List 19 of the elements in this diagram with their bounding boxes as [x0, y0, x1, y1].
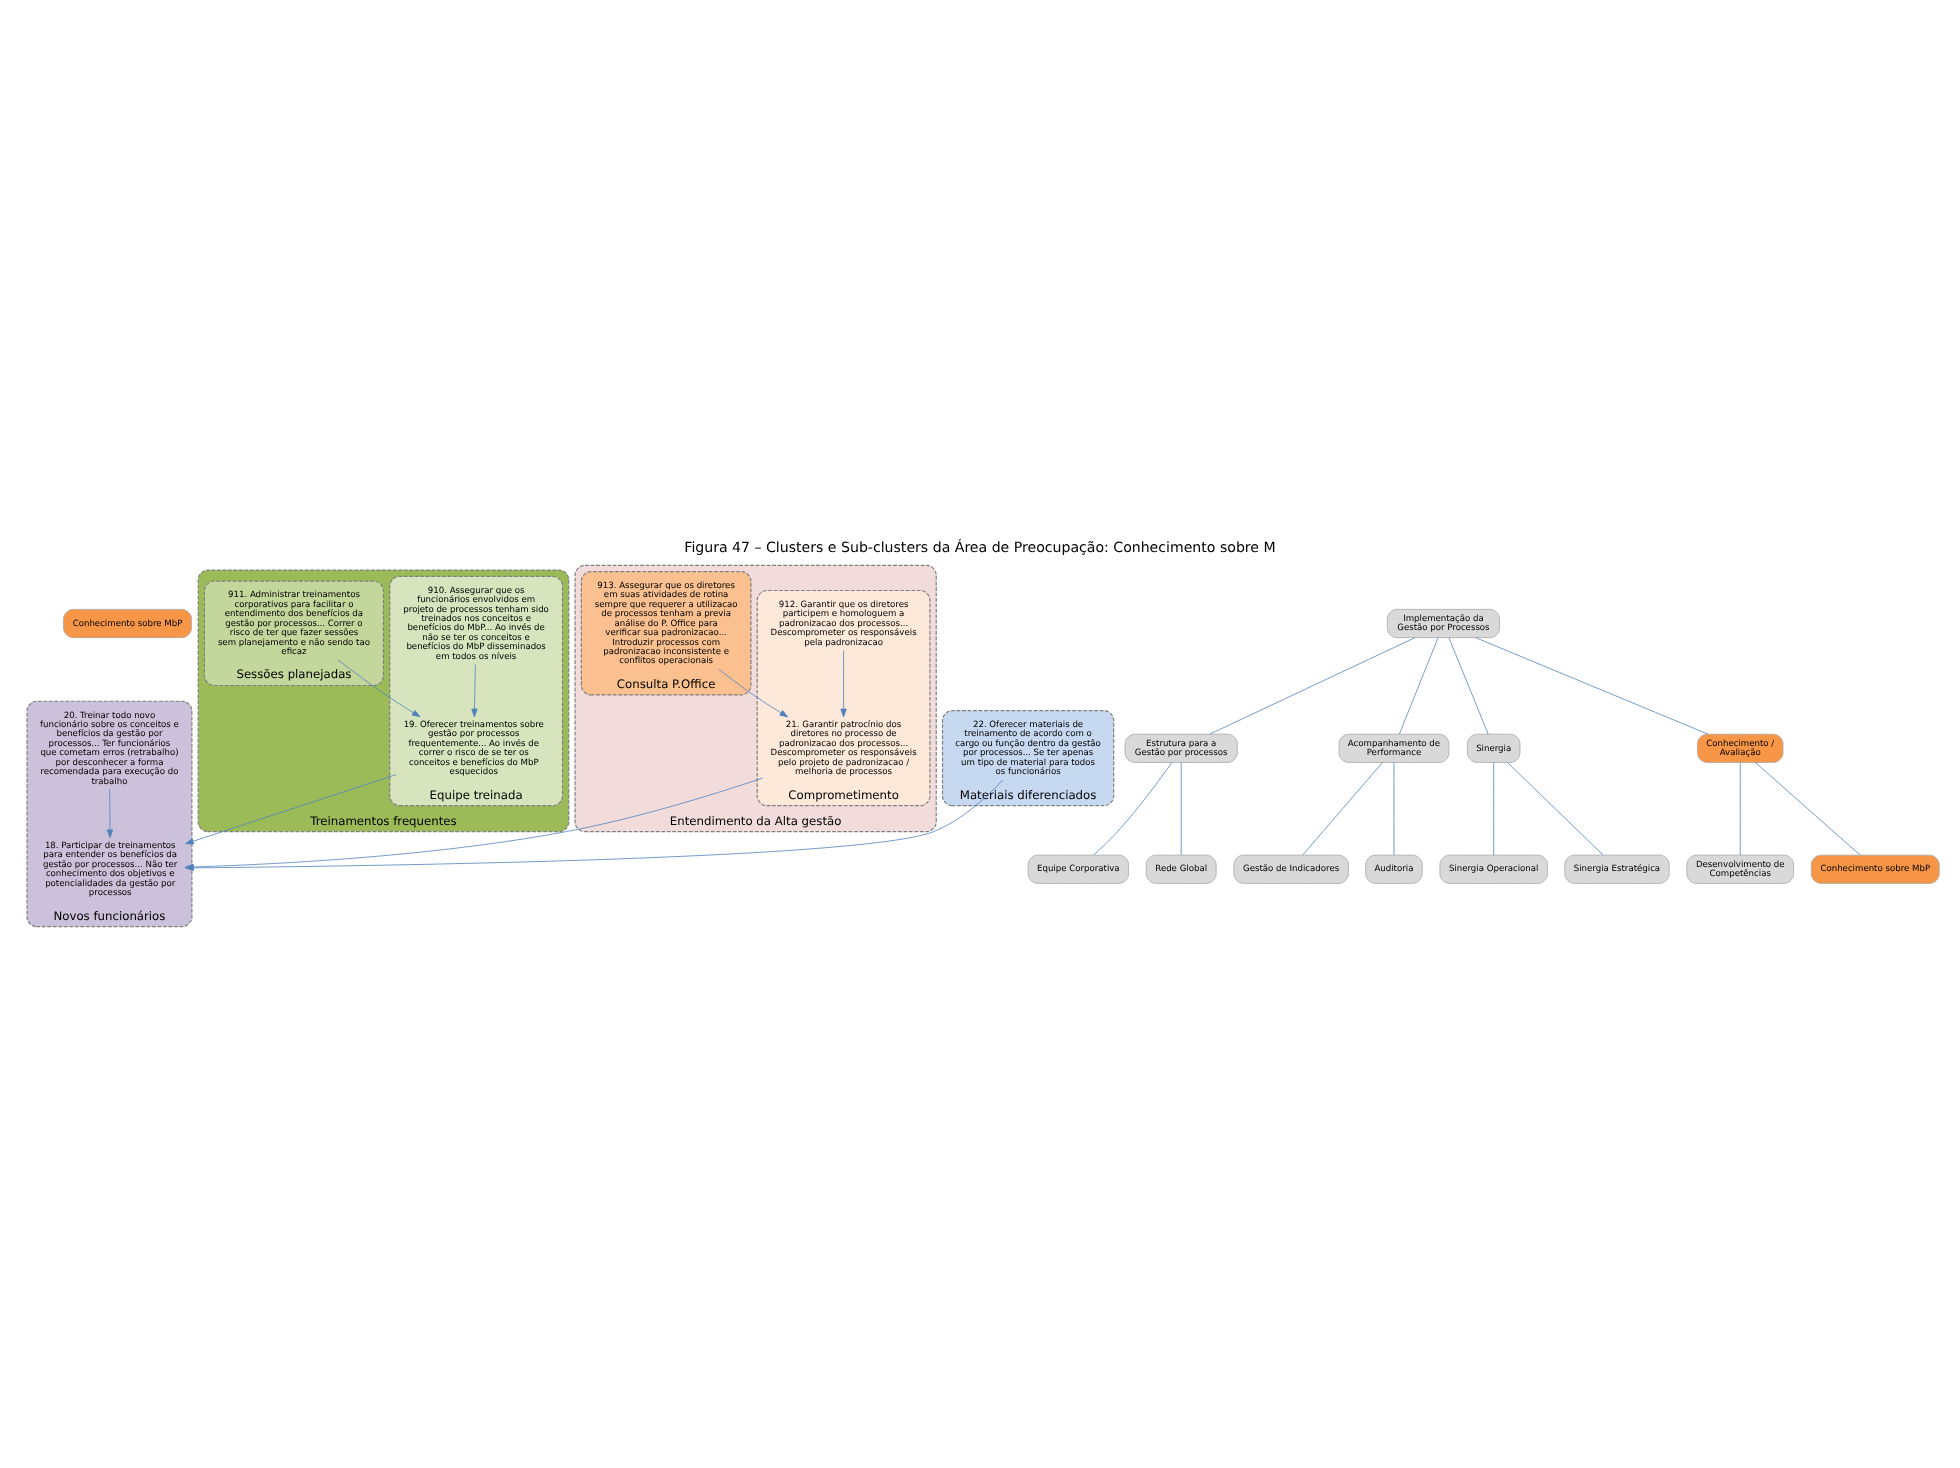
arrow — [184, 776, 764, 870]
arrow — [718, 667, 789, 717]
connector — [1209, 636, 1416, 734]
connector — [1739, 761, 1741, 855]
connector — [1093, 761, 1173, 855]
connector — [1180, 761, 1182, 855]
arrow — [185, 778, 1004, 870]
arrow — [106, 787, 114, 838]
connector — [1398, 636, 1439, 734]
connector — [1507, 761, 1604, 855]
connector — [1493, 761, 1495, 855]
connector — [1755, 761, 1861, 855]
arrow — [840, 649, 847, 717]
arrow — [337, 658, 421, 717]
connector — [1475, 636, 1709, 734]
connector — [1393, 761, 1395, 855]
connector — [1302, 761, 1383, 855]
arrow — [471, 663, 478, 717]
connector — [1448, 636, 1489, 734]
